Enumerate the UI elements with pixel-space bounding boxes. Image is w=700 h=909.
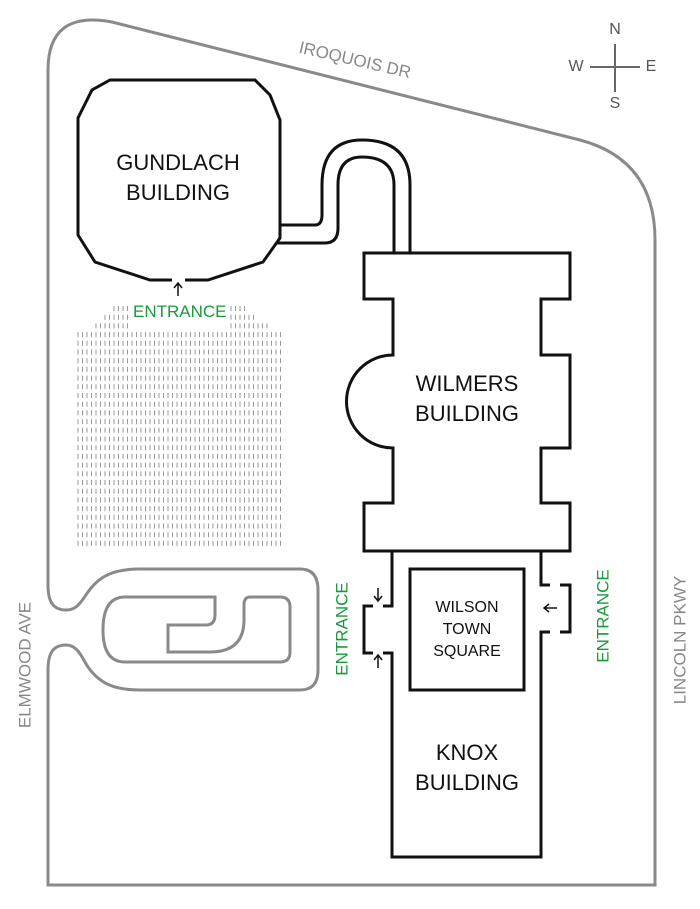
compass-west: W (568, 58, 584, 75)
parking-lot (77, 306, 281, 546)
entrance-label-gundlach: ENTRANCE (133, 302, 227, 321)
entrance-door-west (362, 604, 373, 655)
gundlach-building (76, 78, 282, 282)
arrow-icon (373, 588, 557, 668)
entrance-label-west: ENTRANCE (332, 582, 352, 676)
street-label-elmwood: ELMWOOD AVE (15, 601, 35, 729)
walkway (276, 138, 412, 253)
knox-building (383, 551, 550, 859)
wilson-town-square (408, 567, 526, 692)
entrance-label-east: ENTRANCE (593, 569, 613, 663)
arrow-icon (173, 281, 183, 296)
campus-boundary-road (46, 18, 657, 887)
compass-north: N (609, 21, 621, 38)
entrance-door-east (560, 583, 572, 634)
walkway-inner (274, 155, 396, 253)
wilmers-building (345, 251, 572, 553)
compass-south: S (609, 95, 621, 112)
street-label-lincoln: LINCOLN PKWY (670, 575, 690, 705)
parking-loop-inner (101, 595, 292, 664)
compass-east: E (645, 58, 657, 75)
compass-icon (590, 44, 640, 92)
